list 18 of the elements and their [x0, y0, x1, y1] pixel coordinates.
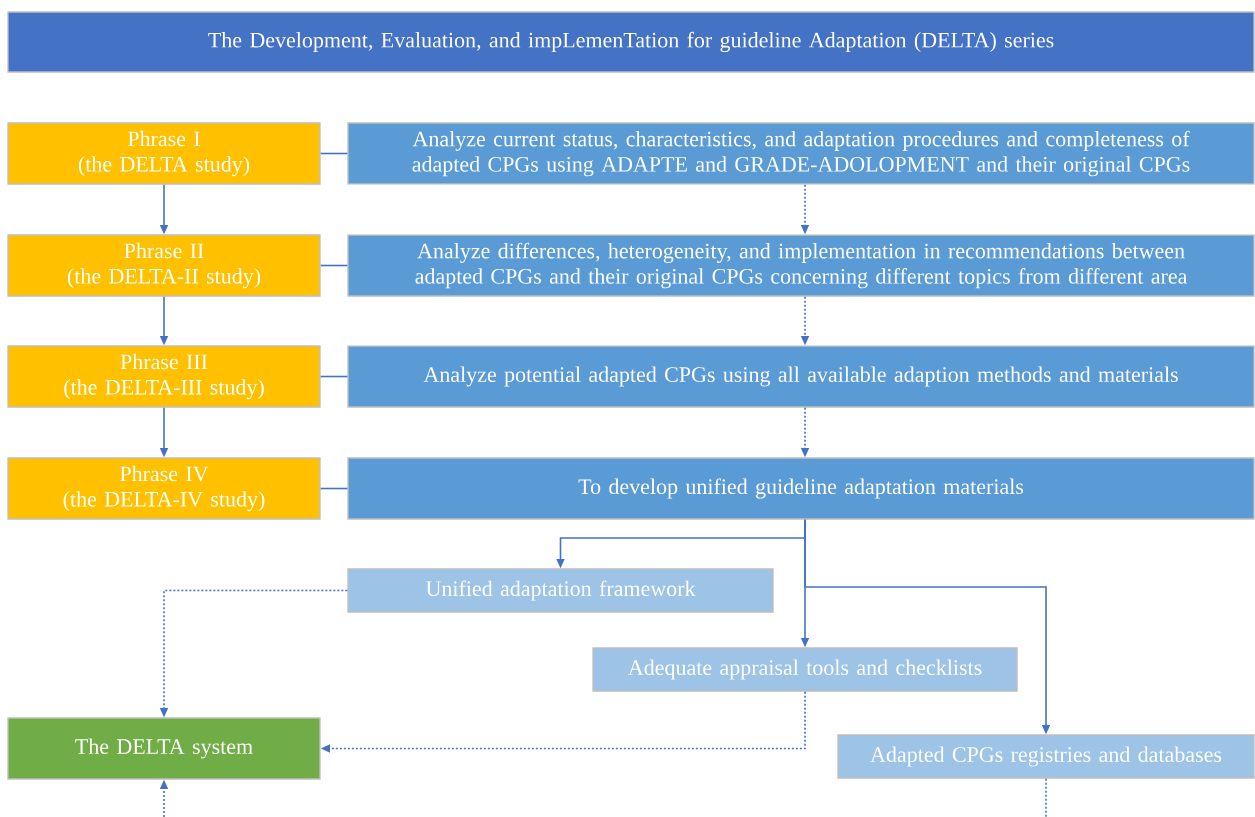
connector-line — [319, 264, 349, 267]
phase-box: Phrase II (the DELTA-II study) — [7, 234, 321, 297]
title-banner: The Development, Evaluation, and impLemenTation for guideline Adaptation (DELTA) series — [7, 11, 1255, 73]
system-box: The DELTA system — [7, 717, 321, 780]
connector-line — [319, 152, 349, 155]
connector-line — [319, 375, 349, 378]
output-box: Adapted CPGs registries and databases — [837, 734, 1255, 779]
output-box: Unified adaptation framework — [347, 568, 774, 613]
task-box: Analyze differences, heterogeneity, and implementation in recommendations between adapted CPGs and their original CPGs concerning different topics from different area — [347, 234, 1255, 297]
connector-line — [1045, 777, 1047, 817]
task-box: Analyze current status, characteristics, and adaptation procedures and completeness of adapted CPGs using ADAPTE and GRADE-ADOLOPMENT and their original CPGs — [347, 122, 1255, 185]
output-box: Adequate appraisal tools and checklists — [592, 647, 1018, 692]
phase-box: Phrase IV (the DELTA-IV study) — [7, 457, 321, 520]
phase-box: Phrase I (the DELTA study) — [7, 122, 321, 185]
task-box: Analyze potential adapted CPGs using all available adaption methods and materials — [347, 345, 1255, 408]
phase-box: Phrase III (the DELTA-III study) — [7, 345, 321, 408]
task-box: To develop unified guideline adaptation materials — [347, 457, 1255, 520]
connector-line — [319, 487, 349, 490]
